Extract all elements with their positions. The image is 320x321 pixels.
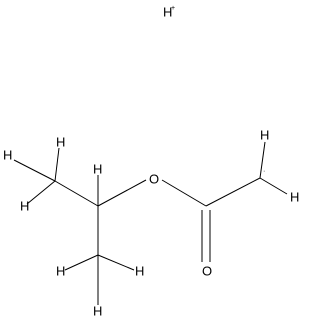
proton-charge-label: +: [171, 5, 175, 12]
bond-ch2-h-top: [259, 141, 266, 179]
atom-label-layer: H + O O H H H H H H H H H ·: [3, 4, 299, 318]
bond-methyl-bottom-h-left: [64, 254, 99, 271]
h-methyl-left-left-label: H: [3, 147, 12, 162]
h-ch2-top-label: H: [260, 127, 269, 142]
carbanion-radical-label: ·: [263, 168, 265, 175]
bond-carbonyl-to-ch2: [205, 177, 261, 207]
bond-methyl-left-h-left: [13, 159, 56, 182]
bond-layer: [13, 141, 288, 305]
bond-oxygen-to-carbonyl: [161, 179, 207, 207]
h-methyl-left-bottom-label: H: [20, 198, 29, 213]
h-methyl-bottom-left-label: H: [56, 263, 65, 278]
h-methyl-left-top-label: H: [56, 134, 65, 149]
bond-methyl-left-h-bottom: [26, 180, 56, 205]
chemical-structure: H + O O H H H H H H H H H ·: [3, 4, 300, 319]
ester-oxygen-label: O: [149, 171, 159, 186]
h-ch-up-label: H: [93, 161, 102, 176]
bond-ch2-h-right: [259, 177, 288, 195]
h-methyl-bottom-right-label: H: [135, 263, 144, 278]
bond-methyl-left-h-top: [54, 147, 60, 182]
bond-ch-to-oxygen: [97, 179, 147, 207]
bond-methyl-bottom-h-right: [97, 254, 135, 271]
bond-ch-isopropyl-methyl-left: [54, 180, 99, 207]
carbonyl-oxygen-label: O: [202, 263, 212, 278]
proton-label: H: [163, 4, 172, 19]
h-ch2-right-label: H: [290, 189, 299, 204]
h-methyl-bottom-down-label: H: [93, 303, 102, 318]
